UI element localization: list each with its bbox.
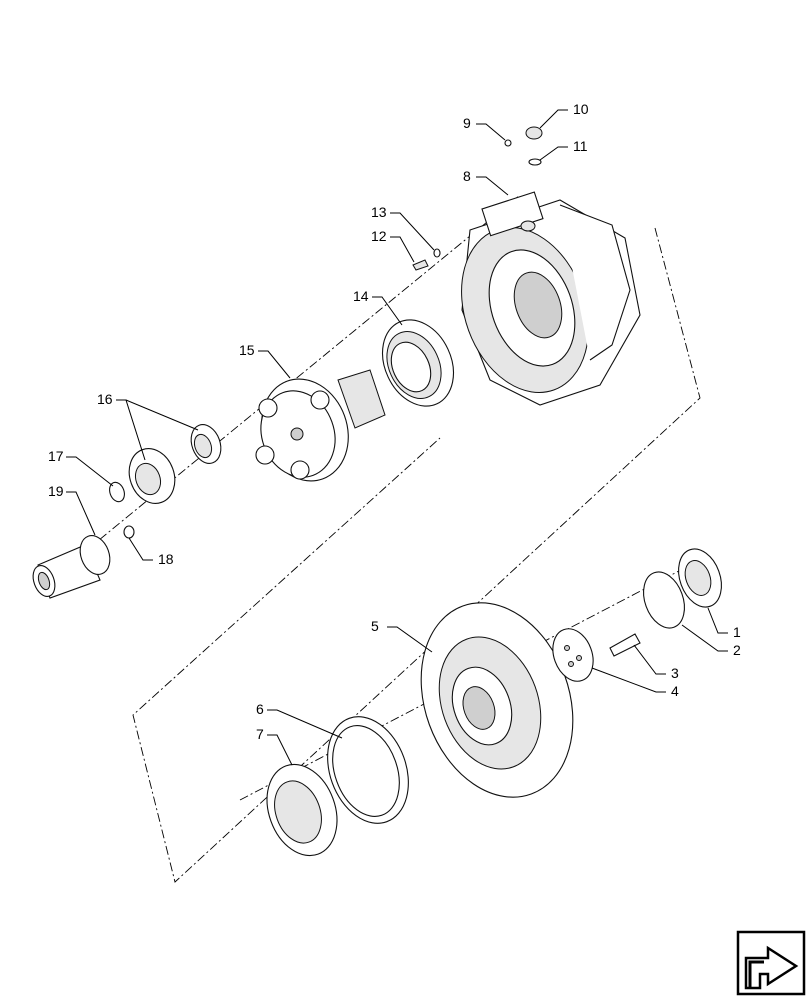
part-11-seal-ring [528, 158, 542, 166]
callout-3: 3 [671, 665, 679, 681]
callout-13: 13 [371, 204, 387, 220]
part-10-plug [525, 126, 543, 140]
callout-6: 6 [256, 701, 264, 717]
callout-labels: 1 2 3 4 5 6 7 8 9 10 11 12 13 14 15 16 1… [48, 101, 741, 742]
leader-lines [66, 109, 728, 766]
callout-17: 17 [48, 448, 64, 464]
callout-15: 15 [239, 342, 255, 358]
part-9-screw [504, 139, 512, 147]
callout-16: 16 [97, 391, 113, 407]
callout-14: 14 [353, 288, 369, 304]
callout-5: 5 [371, 618, 379, 634]
callout-8: 8 [463, 168, 471, 184]
part-2-o-ring [643, 571, 685, 629]
callout-18: 18 [158, 551, 174, 567]
next-page-arrow-icon[interactable] [736, 930, 806, 996]
callout-1: 1 [733, 624, 741, 640]
callout-10: 10 [573, 101, 589, 117]
part-17-snap-ring [109, 481, 125, 503]
part-13-o-ring [433, 248, 441, 258]
callout-11: 11 [573, 138, 588, 154]
callout-2: 2 [733, 642, 741, 658]
callout-4: 4 [671, 683, 679, 699]
part-16-planet-gears [128, 424, 222, 504]
part-6-seal [327, 716, 409, 824]
callout-12: 12 [371, 228, 387, 244]
callout-19: 19 [48, 483, 64, 499]
part-15-planet-carrier [255, 369, 386, 482]
part-19-sun-gear-shaft [32, 535, 111, 599]
part-8-housing [461, 191, 641, 406]
callout-9: 9 [463, 115, 471, 131]
callout-7: 7 [256, 726, 264, 742]
part-1-cover [678, 548, 722, 608]
part-18-pin [123, 525, 135, 539]
part-7-bearing [266, 763, 338, 857]
part-12-plug [412, 259, 429, 271]
part-5-hub [420, 602, 574, 798]
part-3-bolt [609, 633, 641, 657]
part-14-bearing [382, 319, 454, 407]
part-4-thrust-washer [552, 628, 594, 682]
